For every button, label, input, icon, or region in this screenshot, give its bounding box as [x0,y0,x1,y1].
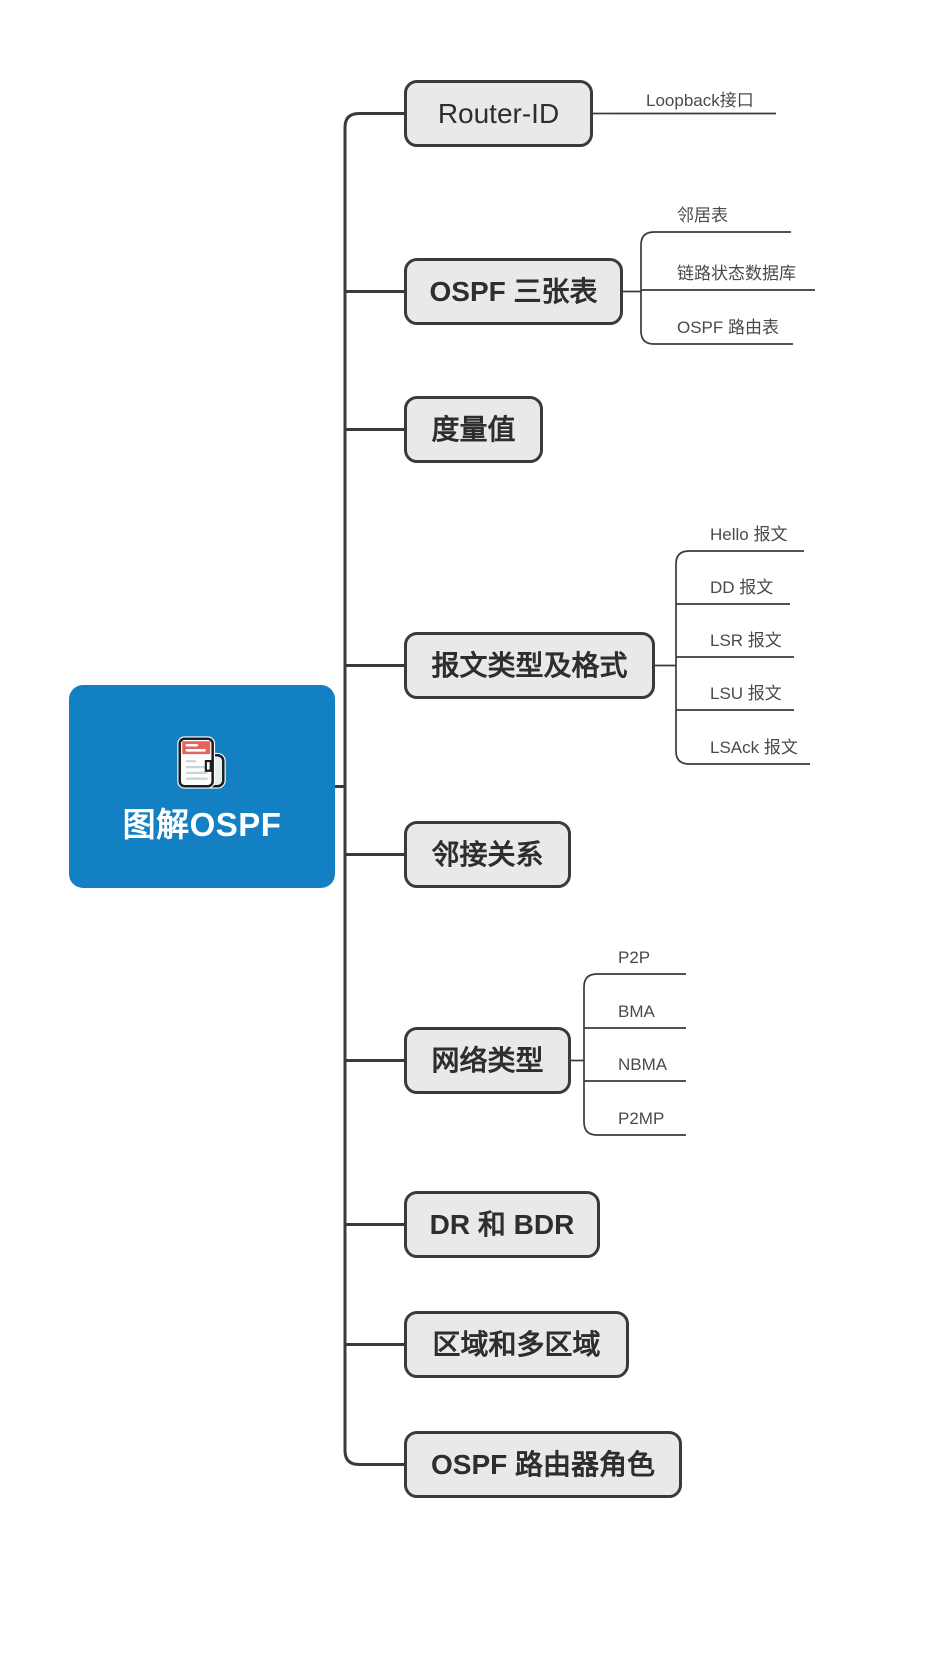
leaf-label-4-3[interactable]: LSR 报文 [710,631,782,650]
leaf-label-2-1[interactable]: 邻居表 [677,206,728,225]
branch-label: DR 和 BDR [429,1208,575,1240]
leaf-label-2-2[interactable]: 链路状态数据库 [677,264,796,283]
branch-label: Router-ID [437,97,560,129]
branch-label: 网络类型 [431,1044,544,1076]
root-label: 图解OSPF [122,806,282,843]
branch-node-9[interactable]: OSPF 路由器角色 [404,1431,682,1498]
leaf-label-6-2[interactable]: BMA [618,1002,655,1021]
leaf-label-4-2[interactable]: DD 报文 [710,578,774,597]
branch-node-6[interactable]: 网络类型 [404,1027,571,1094]
leaf-label-1-1[interactable]: Loopback接口 [646,91,754,110]
branch-label: OSPF 三张表 [429,275,598,307]
branch-label: OSPF 路由器角色 [430,1448,655,1480]
branch-node-7[interactable]: DR 和 BDR [404,1191,600,1258]
branch-label: 邻接关系 [431,838,544,870]
newspaper-icon [171,732,233,794]
branch-node-8[interactable]: 区域和多区域 [404,1311,629,1378]
branch-label: 报文类型及格式 [431,649,628,681]
branch-node-3[interactable]: 度量值 [404,396,543,463]
branch-node-1[interactable]: Router-ID [404,80,593,147]
branch-node-2[interactable]: OSPF 三张表 [404,258,623,325]
branch-node-4[interactable]: 报文类型及格式 [404,632,655,699]
root-node[interactable]: 图解OSPF [69,685,335,888]
leaf-label-4-4[interactable]: LSU 报文 [710,684,782,703]
leaf-label-4-5[interactable]: LSAck 报文 [710,738,798,757]
branch-label: 度量值 [431,413,516,445]
leaf-label-6-1[interactable]: P2P [618,948,651,967]
branch-node-5[interactable]: 邻接关系 [404,821,571,888]
leaf-label-4-1[interactable]: Hello 报文 [710,525,788,544]
branch-label: 区域和多区域 [432,1328,601,1360]
leaf-label-6-3[interactable]: NBMA [618,1055,668,1074]
leaf-label-6-4[interactable]: P2MP [618,1109,665,1128]
leaf-label-2-3[interactable]: OSPF 路由表 [677,318,780,337]
